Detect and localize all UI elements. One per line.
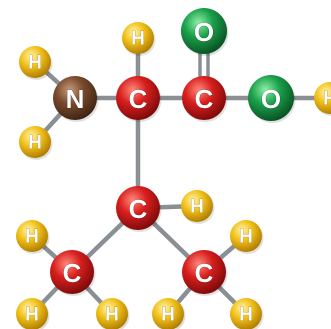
oxygen-sphere — [248, 75, 294, 121]
hydrogen-atom-11: H — [314, 82, 331, 116]
hydrogen-atom-10: H — [122, 22, 156, 56]
carbon-atom-1: C — [116, 76, 162, 122]
carbon-sphere — [50, 250, 94, 294]
hydrogen-sphere — [230, 220, 262, 252]
hydrogen-atom-8: H — [19, 46, 53, 80]
hydrogen-atom-12: H — [181, 190, 215, 224]
oxygen-atom-3: O — [181, 8, 229, 56]
hydrogen-atom-15: H — [96, 298, 130, 329]
hydrogen-sphere — [16, 298, 48, 329]
hydrogen-sphere — [16, 220, 48, 252]
carbon-atom-2: C — [182, 76, 228, 122]
hydrogen-sphere — [181, 190, 213, 222]
carbon-sphere — [182, 76, 226, 120]
hydrogen-atom-13: H — [16, 220, 50, 254]
oxygen-atom-4: O — [248, 75, 296, 123]
oxygen-sphere — [181, 8, 227, 54]
hydrogen-sphere — [152, 298, 184, 329]
carbon-sphere — [182, 250, 226, 294]
hydrogen-atom-16: H — [230, 220, 264, 254]
hydrogen-atom-18: H — [230, 298, 264, 329]
hydrogen-sphere — [314, 82, 331, 114]
nitrogen-sphere — [53, 76, 97, 120]
hydrogen-sphere — [96, 298, 128, 329]
hydrogen-sphere — [230, 298, 262, 329]
hydrogen-sphere — [19, 126, 51, 158]
hydrogen-sphere — [19, 46, 51, 78]
hydrogen-sphere — [122, 22, 154, 54]
carbon-sphere — [116, 186, 160, 230]
carbon-sphere — [116, 76, 160, 120]
